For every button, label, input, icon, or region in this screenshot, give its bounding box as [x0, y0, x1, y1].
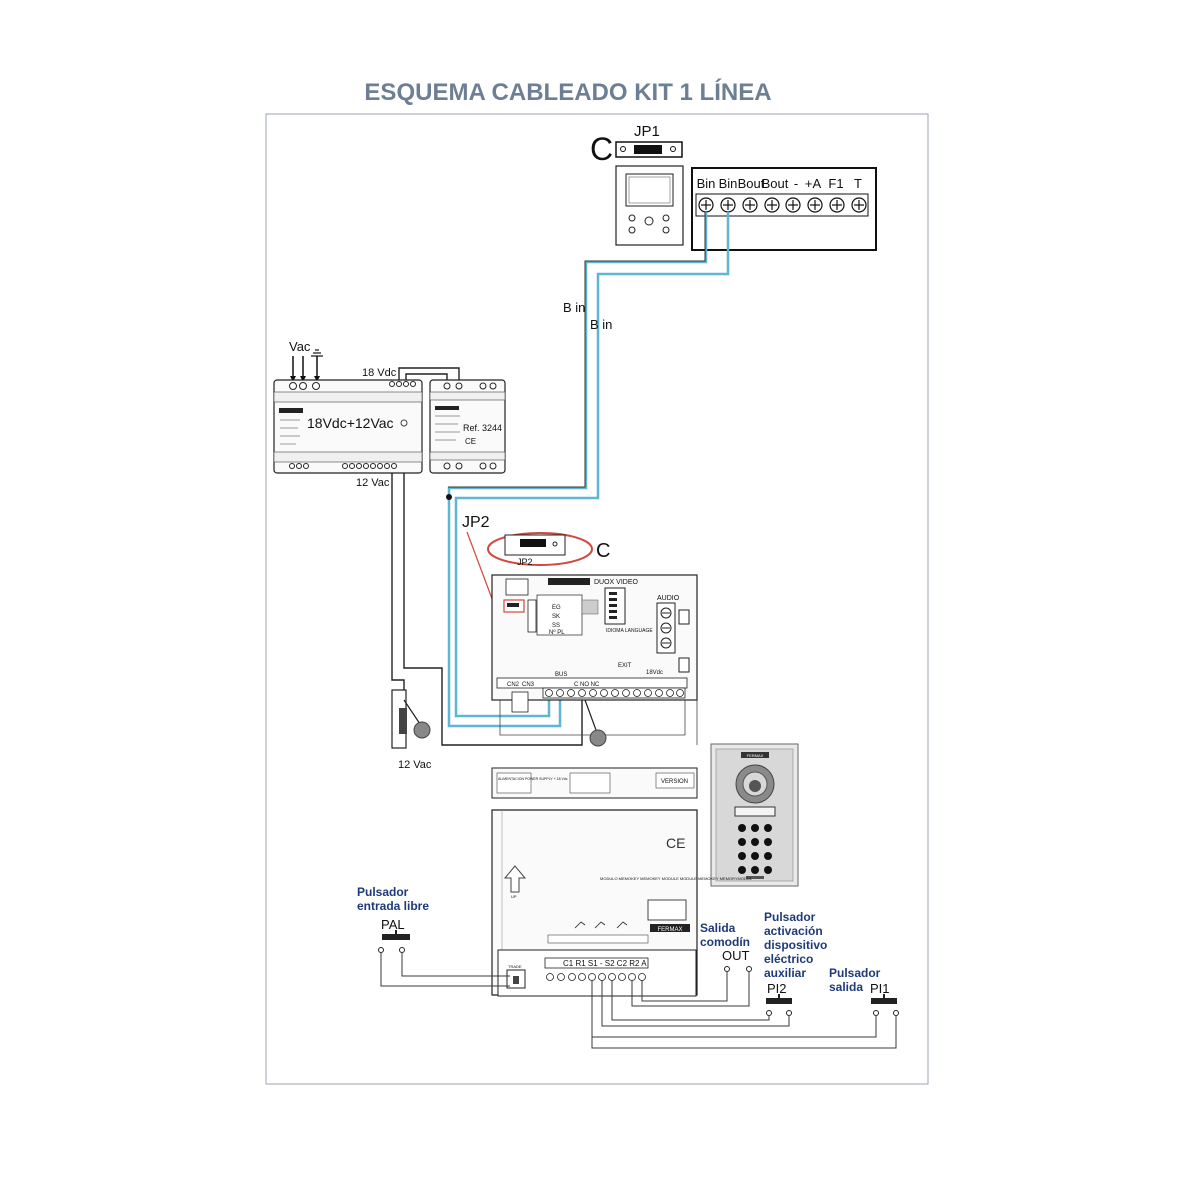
diagram-frame	[265, 113, 929, 1085]
pi1-label: PI1	[870, 981, 890, 996]
jp2-zoom-label: JP2	[517, 557, 533, 567]
pi2-title: eléctrico	[764, 952, 813, 966]
module-description: MODULO MEMOKEY MEMOKEY MODULE MODULE MEM…	[600, 876, 753, 881]
dc-output-label: 18 Vdc	[362, 367, 397, 379]
pal-button: Pulsador entrada libre PAL	[357, 885, 429, 953]
audio-label: AUDIO	[657, 595, 680, 602]
door-row-label: SS	[552, 623, 560, 629]
power-supply-model: 18Vdc+12Vac	[307, 415, 394, 431]
bus-section-label: BUS	[555, 672, 567, 678]
power-supply-connection-label: ALIMENTACION POWER SUPPLY + 18 Vdc	[498, 777, 568, 781]
up-arrow-icon	[503, 865, 527, 893]
ce-mark: CE	[465, 437, 476, 446]
ce-mark: CE	[666, 835, 685, 851]
jp1-label: JP1	[634, 123, 660, 140]
ac-output-label: 12 Vac	[356, 477, 390, 489]
memory-terminals-label: C1 R1 S1 - S2 C2 R2 A	[563, 959, 647, 968]
jp1-position-label: C	[590, 131, 613, 167]
door-row-label: EG	[552, 605, 561, 611]
out-terminal: Salida comodín OUT	[700, 921, 752, 972]
bus-wires	[447, 212, 730, 728]
trade-label: TRADE	[508, 964, 522, 969]
monitor-button	[628, 214, 636, 222]
out-label: OUT	[722, 948, 750, 963]
pi2-button: Pulsador activación dispositivo eléctric…	[764, 910, 827, 1016]
diagram-title: ESQUEMA CABLEADO KIT 1 LÍNEA	[364, 78, 771, 106]
lock-label: 12 Vac	[398, 759, 432, 771]
bus-label: B in	[563, 300, 585, 315]
power-supply-body	[273, 379, 423, 474]
out-title: comodín	[700, 935, 750, 949]
power-supply: Vac 18Vdc+12Vac 18	[273, 339, 423, 489]
pal-label: PAL	[381, 917, 405, 932]
terminal-label: +A	[805, 176, 822, 191]
panel-module: JP2 JP2 C DUOX VIDEO EG SK SS Nº PL IDIO…	[462, 514, 698, 799]
door-row-label: Nº PL	[549, 629, 565, 636]
version-label: VERSION	[661, 779, 688, 785]
pi1-title: Pulsador	[829, 966, 881, 980]
terminal-label: -	[794, 176, 798, 191]
relay-terminal-label: C NO NC	[574, 682, 600, 688]
monitor-button	[628, 226, 636, 234]
out-title: Salida	[700, 921, 736, 935]
bus-junction	[446, 494, 452, 500]
cn-label: CN2	[507, 682, 520, 688]
pi2-title: activación	[764, 924, 823, 938]
jp2-label: JP2	[462, 514, 490, 531]
ground-icon	[311, 349, 323, 357]
monitor-terminal-block: Bin Bin Bout Bout - +A F1 T	[691, 167, 877, 251]
pi1-title: salida	[829, 980, 863, 994]
pal-title: entrada libre	[357, 899, 429, 913]
pal-title: Pulsador	[357, 885, 409, 899]
keypad-brand: FERMAX	[747, 753, 764, 758]
bus-label: B in	[590, 317, 612, 332]
bus-adapter-body	[429, 379, 506, 474]
up-label: UP	[511, 894, 517, 899]
vac-label: Vac	[289, 339, 311, 354]
monitor-unit: C JP1	[590, 123, 684, 246]
door-lock: 12 Vac	[391, 689, 432, 771]
terminal-label: Bin	[697, 176, 716, 191]
jp2-highlight	[487, 532, 593, 566]
terminal-label: Bout	[738, 176, 765, 191]
pi2-title: dispositivo	[764, 938, 827, 952]
bus-adapter-ref: Ref. 3244	[463, 423, 502, 433]
output-wires	[591, 971, 897, 1049]
monitor-screen	[625, 173, 674, 207]
terminal-label: T	[854, 176, 862, 191]
monitor-button	[662, 214, 670, 222]
keypad-panel: FERMAX	[710, 743, 799, 887]
terminal-label: Bout	[762, 176, 789, 191]
panel-bottom-connector	[584, 699, 607, 747]
panel-module-title: DUOX VIDEO	[594, 579, 639, 586]
terminal-label: Bin	[719, 176, 738, 191]
cn-label: CN3	[522, 682, 535, 688]
jp2-position-label: C	[596, 540, 610, 562]
monitor-button	[662, 226, 670, 234]
memory-module-brand: FERMAX	[657, 927, 682, 933]
name-tag	[734, 806, 776, 817]
pi2-title: Pulsador	[764, 910, 816, 924]
exit-label: EXIT	[618, 663, 632, 669]
pi2-title: auxiliar	[764, 966, 806, 980]
memory-module: CE UP MODULO MEMOKEY MEMOKEY MODULE MODU…	[491, 809, 753, 997]
pi1-button: Pulsador salida PI1	[829, 966, 899, 1016]
pi2-label: PI2	[767, 981, 787, 996]
monitor-button	[644, 216, 654, 226]
keypad-keys	[738, 824, 772, 874]
language-label: IDIOMA LANGUAGE	[606, 628, 653, 634]
bus-adapter: Ref. 3244 CE	[429, 379, 506, 474]
voltage-label: 18Vdc	[646, 670, 663, 676]
door-row-label: SK	[552, 614, 560, 620]
terminal-label: F1	[828, 176, 843, 191]
